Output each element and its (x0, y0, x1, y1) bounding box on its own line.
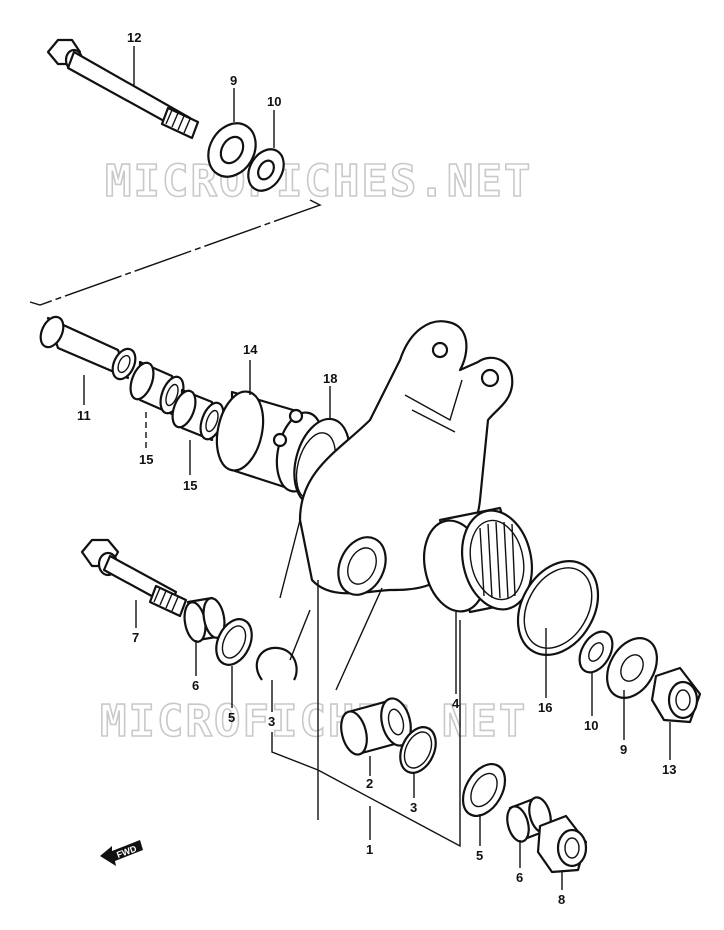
callout-11: 11 (77, 408, 91, 423)
callout-15-left: 15 (139, 452, 153, 467)
upper-dust-seal[interactable] (199, 115, 265, 185)
callout-12: 12 (127, 30, 141, 45)
callout-5-lower: 5 (476, 848, 483, 863)
callout-6-left: 6 (192, 678, 199, 693)
callout-8: 8 (558, 892, 565, 907)
callout-4: 4 (452, 696, 460, 711)
callout-3-left: 3 (268, 714, 275, 729)
callout-6-lower: 6 (516, 870, 523, 885)
fwd-arrow-icon: FWD (100, 840, 143, 866)
callout-16: 16 (538, 700, 552, 715)
leader-lines (83, 46, 671, 890)
lower-nut-right[interactable] (650, 666, 702, 724)
lower-nut[interactable] (536, 814, 588, 874)
circlip-right[interactable] (502, 547, 614, 670)
callout-9-lower: 9 (620, 742, 627, 757)
watermark-bottom: MICROFICHES.NET (100, 696, 527, 747)
oil-seal-lower[interactable] (454, 757, 513, 823)
spacer-tube[interactable] (36, 313, 140, 382)
callout-9-upper: 9 (230, 73, 237, 88)
callout-10-upper: 10 (267, 94, 281, 109)
lower-bushing[interactable] (337, 695, 415, 757)
callout-3-right: 3 (410, 800, 417, 815)
watermark-top: MICROFICHES.NET (105, 156, 532, 207)
fwd-label: FWD (115, 843, 138, 860)
lower-washer[interactable] (573, 626, 619, 678)
oil-seal-left[interactable] (209, 613, 258, 670)
upper-bolt[interactable] (46, 38, 200, 140)
callout-18: 18 (323, 371, 337, 386)
lower-bolt[interactable] (80, 538, 188, 618)
lower-dust-seal[interactable] (597, 629, 667, 706)
callout-1: 1 (366, 842, 373, 857)
callout-labels: 12 9 10 14 18 11 15 15 7 6 5 3 4 16 10 9… (77, 30, 676, 907)
callout-5-left: 5 (228, 710, 235, 725)
circlip-small-right[interactable] (393, 721, 442, 778)
callout-15-right: 15 (183, 478, 197, 493)
callout-10-lower: 10 (584, 718, 598, 733)
assembly-bracket-lines (271, 519, 461, 848)
large-needle-bearing[interactable] (416, 504, 541, 617)
callout-7: 7 (132, 630, 139, 645)
callout-14: 14 (243, 342, 258, 357)
needle-bearing-left[interactable] (126, 360, 188, 417)
callout-2: 2 (366, 776, 373, 791)
collar-lower[interactable] (504, 795, 555, 844)
collar-left[interactable] (182, 596, 228, 644)
circlip-small-left[interactable] (255, 646, 298, 681)
callout-13: 13 (662, 762, 676, 777)
upper-washer[interactable] (241, 143, 291, 197)
